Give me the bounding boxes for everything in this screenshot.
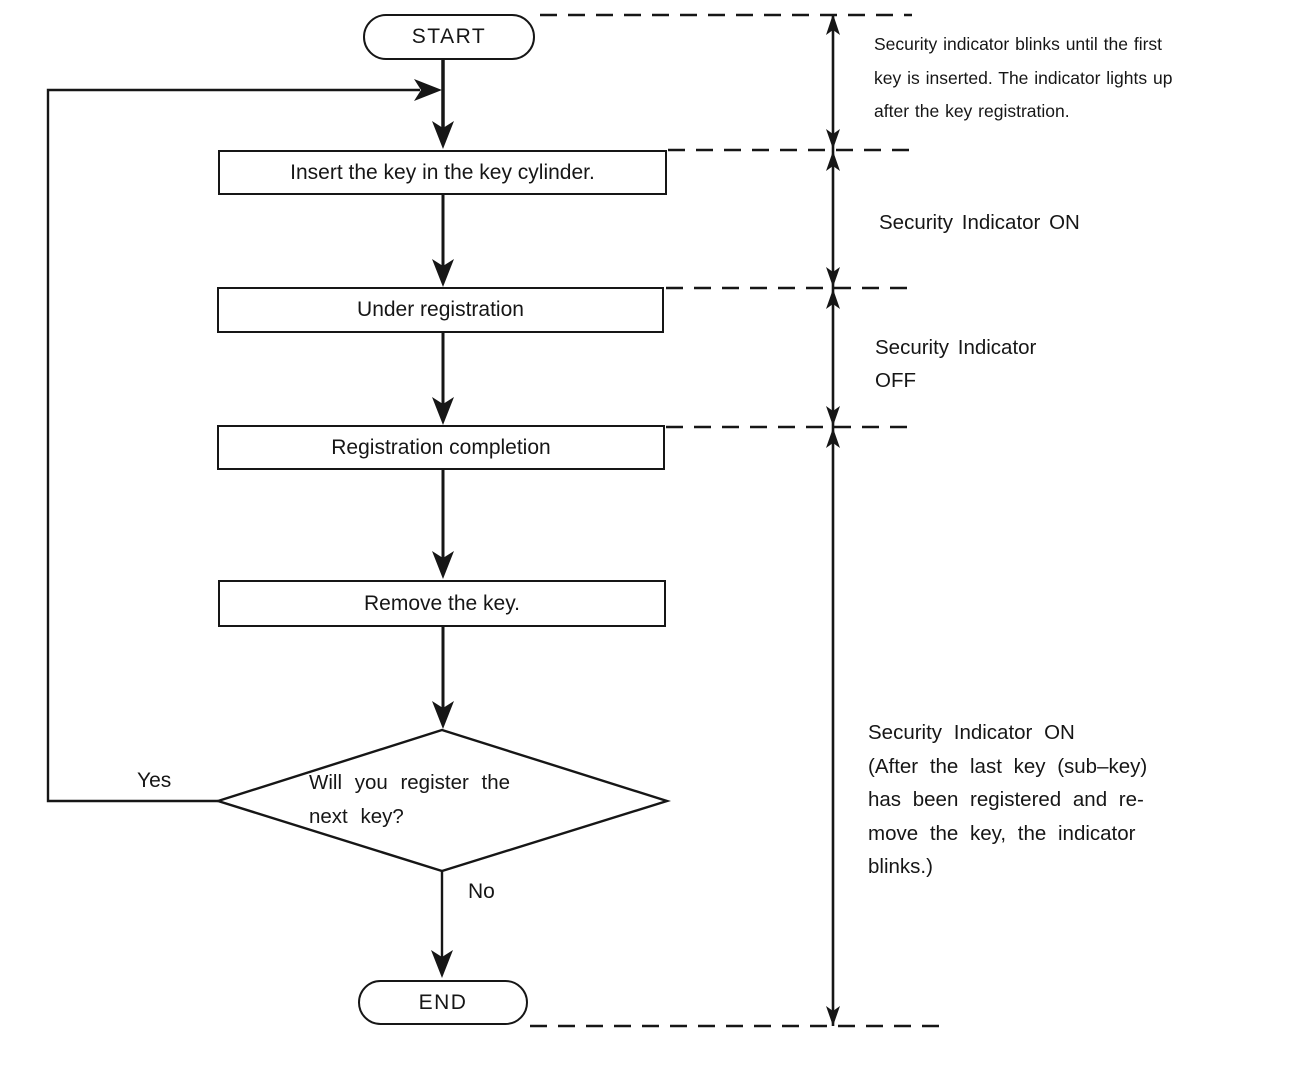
- annotation-blink-note: Security indicator blinks until the firs…: [874, 34, 1173, 121]
- annotation-indicator-on-after: Security Indicator ON (After the last ke…: [868, 721, 1148, 878]
- start-node: START: [363, 14, 535, 60]
- measure-arrow-down-427: [826, 406, 840, 426]
- end-node: END: [358, 980, 528, 1025]
- arrowhead-under: [432, 259, 454, 287]
- arrowhead-end: [431, 950, 453, 978]
- measure-arrow-up-150: [826, 151, 840, 171]
- process-remove-key: Remove the key.: [218, 580, 666, 627]
- measure-arrow-down-150: [826, 129, 840, 149]
- flow-arrows: [431, 59, 454, 978]
- decision-diamond: [214, 728, 672, 873]
- arrowhead-remove: [432, 551, 454, 579]
- arrowhead-decision: [432, 701, 454, 729]
- process-insert-key: Insert the key in the key cylinder.: [218, 150, 667, 195]
- annotation-indicator-on: Security Indicator ON: [879, 211, 1080, 234]
- measure-arrow-up-top: [826, 14, 840, 35]
- process-registration-completion: Registration completion: [217, 425, 665, 470]
- yes-branch-label: Yes: [137, 769, 172, 792]
- measure-arrow-up-288: [826, 289, 840, 309]
- measure-arrow-down-288: [826, 267, 840, 287]
- annotation-indicator-off: Security Indicator OFF: [875, 336, 1037, 392]
- no-branch-label: No: [468, 880, 495, 903]
- measure-arrow-down-bottom: [826, 1006, 840, 1026]
- yes-loop: [46, 79, 442, 803]
- arrowhead-insert: [432, 121, 454, 149]
- dashed-reference-lines: [530, 13, 943, 1028]
- indicator-measurement-line: [826, 14, 840, 1026]
- decision-question-text: Will you register the next key?: [309, 771, 511, 828]
- process-under-registration: Under registration: [217, 287, 664, 333]
- arrowhead-completion: [432, 397, 454, 425]
- arrowhead-loop-join: [414, 79, 442, 101]
- measure-arrow-up-427: [826, 428, 840, 448]
